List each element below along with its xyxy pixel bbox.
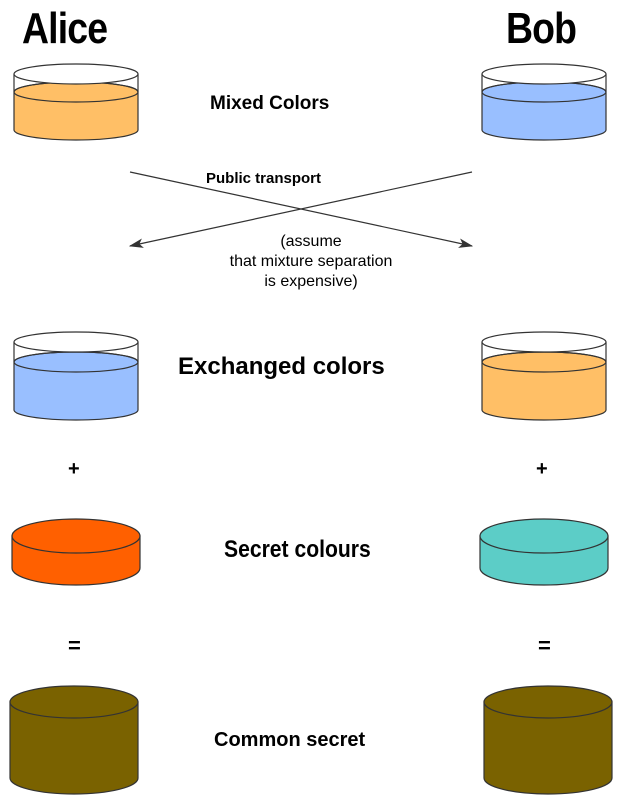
transport-note-line: that mixture separation — [229, 253, 393, 270]
bob-plus-sign: + — [536, 458, 548, 480]
transport-note: (assume that mixture separation is expen… — [150, 232, 472, 292]
bob-mixed-beaker — [481, 63, 607, 141]
transport-note-line: is expensive) — [264, 273, 358, 290]
alice-plus-sign: + — [68, 458, 80, 480]
alice-exchanged-beaker — [13, 331, 139, 421]
secret-colours-label: Secret colours — [224, 536, 371, 563]
bob-common-cylinder — [483, 685, 613, 795]
transport-note-line: (assume — [280, 233, 342, 250]
exchanged-colors-label: Exchanged colors — [178, 353, 385, 380]
arrow-bob-to-alice — [128, 171, 473, 248]
alice-secret-disc — [11, 518, 141, 586]
public-transport-label: Public transport — [206, 170, 322, 187]
bob-title: Bob — [506, 4, 577, 53]
mixed-colors-label: Mixed Colors — [210, 93, 330, 114]
alice-equals-sign: = — [68, 633, 81, 658]
alice-mixed-beaker — [13, 63, 139, 141]
bob-equals-sign: = — [538, 633, 551, 658]
alice-title: Alice — [22, 4, 108, 53]
bob-exchanged-beaker — [481, 331, 607, 421]
alice-common-cylinder — [9, 685, 139, 795]
bob-secret-disc — [479, 518, 609, 586]
common-secret-label: Common secret — [214, 729, 366, 751]
